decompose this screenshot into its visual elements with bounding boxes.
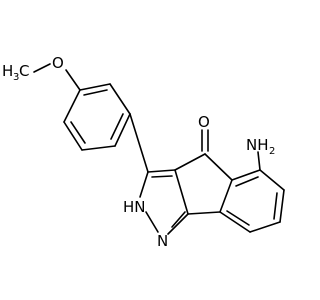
bond-benzo-2 (259, 169, 285, 191)
bond-c4a-c8a (219, 179, 233, 213)
bond-n-c8b (167, 213, 189, 235)
bond-c8b-c3a (174, 169, 189, 215)
molecule-structure: H 3 C O O NH 2 HN N (2, 54, 285, 250)
bond-aryl-1 (79, 83, 111, 91)
bond-aryl-3-inner (110, 113, 124, 140)
bond-c8a-c8b (187, 211, 221, 215)
bond-aryl-6 (63, 89, 81, 123)
bond-c3-c3a-inner (151, 175, 173, 178)
bond-ch3-o (33, 63, 51, 73)
bond-aryl-pyrazole (129, 113, 149, 173)
pyrazole-nh-label: HN (123, 198, 146, 216)
methyl-c-label: C (19, 62, 29, 80)
methyl-subscript: 3 (13, 72, 19, 83)
bond-benzo-1-inner (235, 176, 259, 187)
bond-c3a-c4 (174, 153, 206, 171)
amine-label: NH (246, 136, 269, 154)
bond-aryl-2 (109, 83, 131, 115)
bond-aryl-4 (81, 145, 116, 151)
bond-benzo-4 (249, 221, 281, 233)
bond-n-c8b-inner (171, 211, 186, 228)
bond-benzo-3 (279, 189, 285, 223)
bond-c3-c3a (147, 169, 176, 173)
ether-oxygen-label: O (52, 54, 64, 72)
methyl-h-label: H (2, 62, 13, 80)
bond-o-aryl (65, 69, 81, 91)
bond-c4-c4a (204, 153, 233, 181)
bond-c5-nh2 (257, 151, 261, 171)
bond-c3-nh (139, 171, 149, 198)
bond-benzo-5 (219, 211, 251, 233)
bond-aryl-5 (63, 121, 83, 151)
bond-nh-n (145, 211, 159, 233)
pyrazole-n-label: N (157, 232, 168, 250)
carbonyl-oxygen-label: O (198, 113, 210, 131)
bond-benzo-3-inner (273, 192, 278, 220)
bond-aryl-5-inner (70, 121, 86, 144)
structure-canvas: H 3 C O O NH 2 HN N (2, 54, 285, 250)
amine-subscript: 2 (269, 146, 275, 157)
bond-benzo-5-inner (226, 210, 250, 226)
bond-aryl-1-inner (83, 89, 108, 96)
bond-benzo-1 (231, 169, 261, 181)
bond-aryl-3 (114, 113, 131, 147)
